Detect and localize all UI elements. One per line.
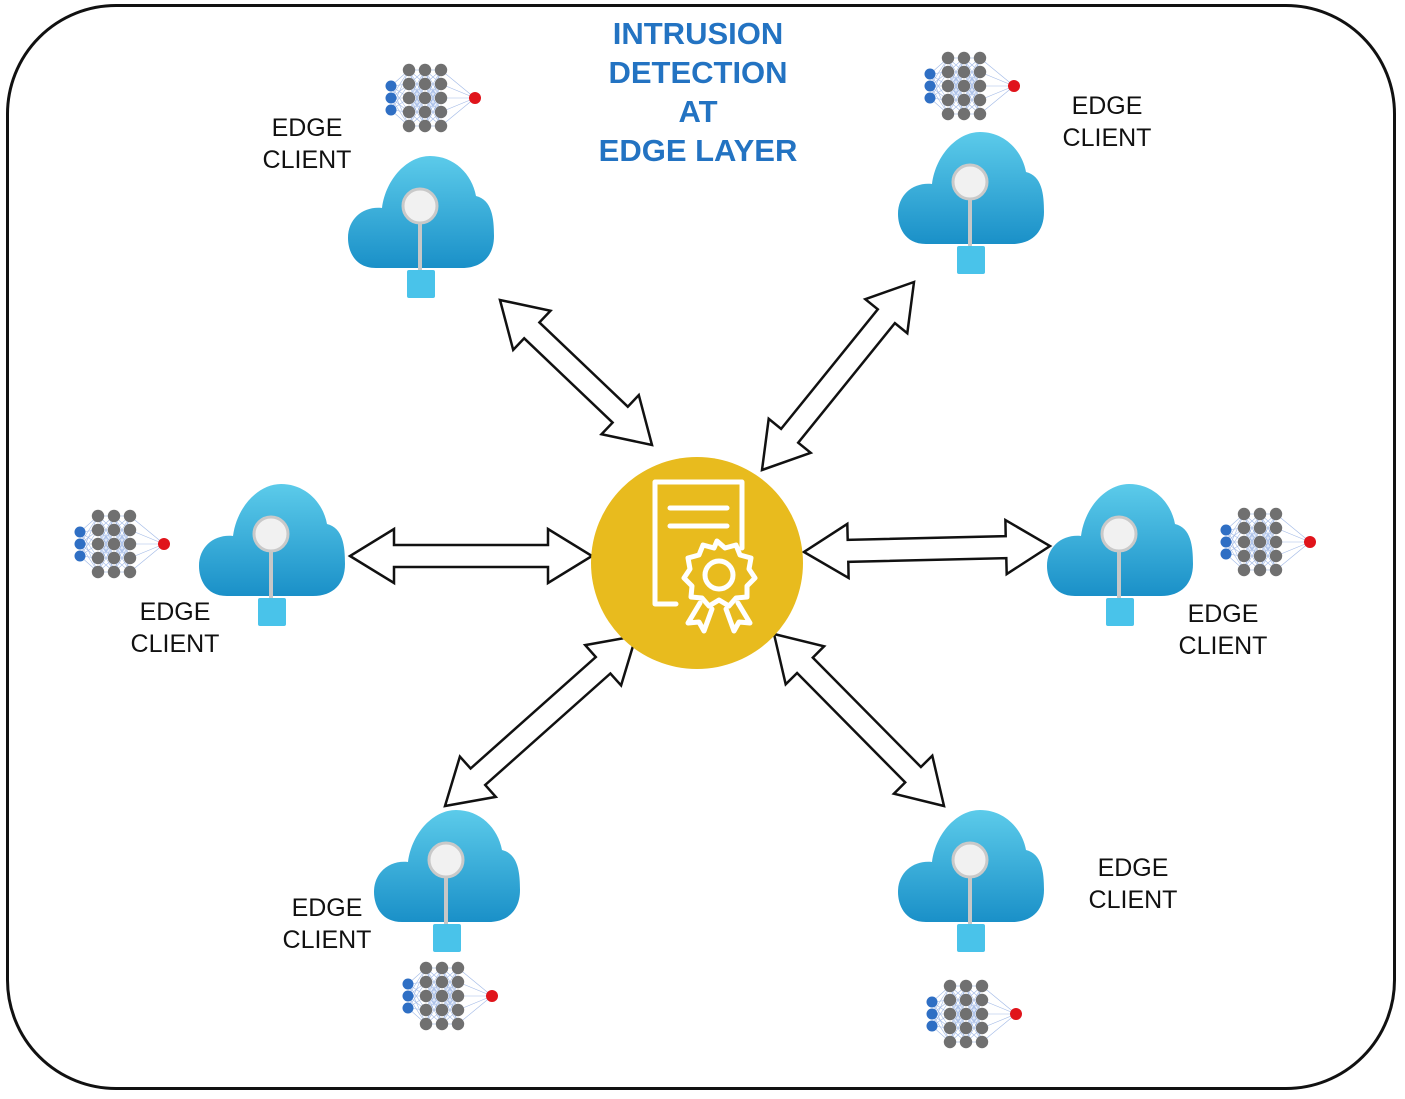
double-arrow-icon bbox=[498, 298, 654, 447]
cloud-icon bbox=[896, 128, 1046, 280]
double-arrow-icon bbox=[760, 280, 916, 472]
neural-network-icon bbox=[72, 508, 172, 580]
title-line-4: EDGE LAYER bbox=[598, 133, 798, 168]
cloud-icon bbox=[197, 480, 347, 632]
certificate-hub bbox=[591, 457, 803, 669]
diagram-title: INTRUSION DETECTION AT EDGE LAYER bbox=[560, 14, 836, 170]
certificate-icon bbox=[652, 479, 758, 634]
title-line-1: INTRUSION bbox=[612, 16, 784, 51]
cloud-icon bbox=[896, 806, 1046, 958]
neural-network-icon bbox=[400, 960, 500, 1032]
neural-network-icon bbox=[1218, 506, 1318, 578]
double-arrow-icon bbox=[772, 632, 946, 808]
cloud-icon bbox=[1045, 480, 1195, 632]
double-arrow-icon bbox=[443, 634, 638, 808]
double-arrow-icon bbox=[801, 517, 1053, 581]
title-line-3: AT bbox=[678, 94, 718, 129]
arrow-layer bbox=[347, 280, 1053, 808]
double-arrow-icon bbox=[347, 526, 595, 586]
title-line-2: DETECTION bbox=[608, 55, 788, 90]
cloud-icon bbox=[372, 806, 522, 958]
neural-network-icon bbox=[924, 978, 1024, 1050]
neural-network-icon bbox=[922, 50, 1022, 122]
cloud-icon bbox=[346, 152, 496, 304]
neural-network-icon bbox=[383, 62, 483, 134]
diagram-border bbox=[6, 4, 1396, 1090]
